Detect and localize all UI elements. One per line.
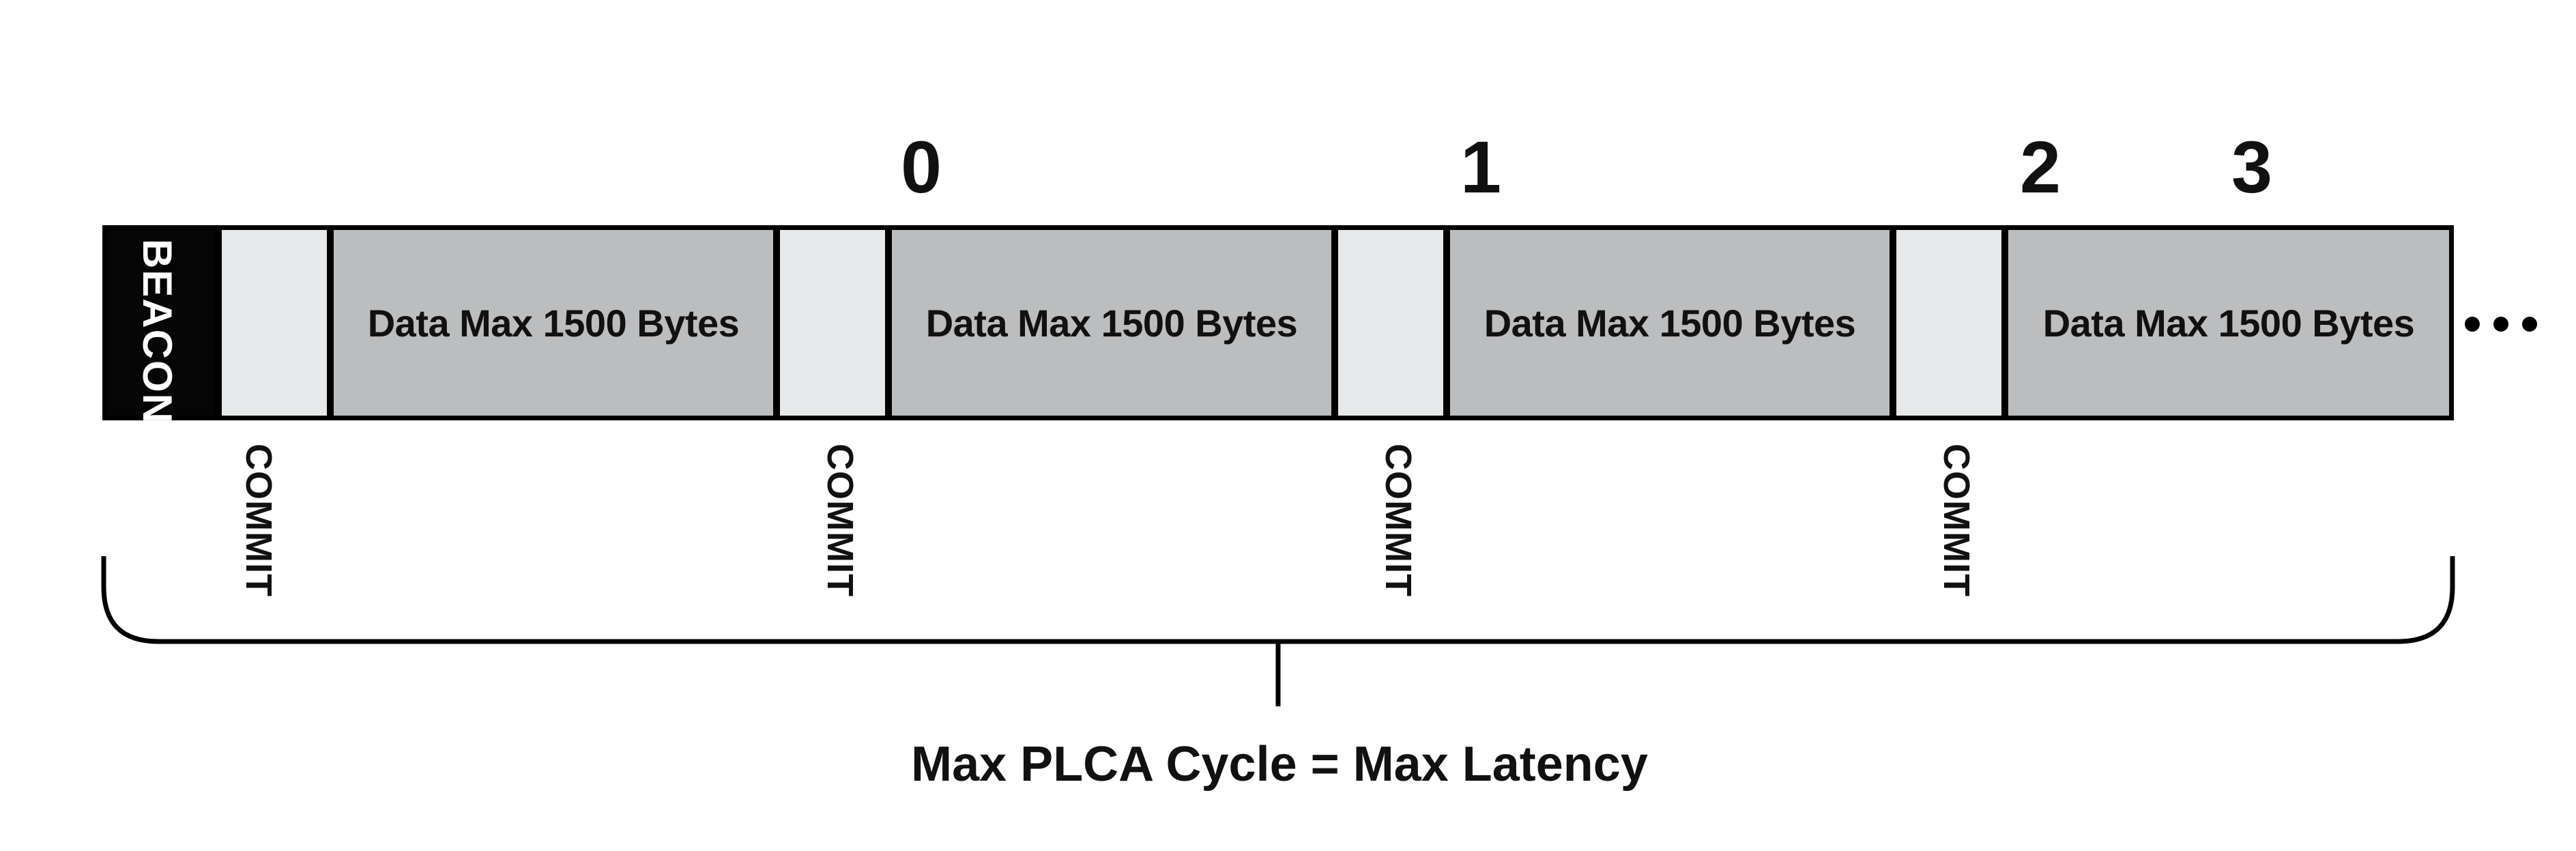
continuation-ellipsis bbox=[2465, 300, 2537, 348]
data-block-3: Data Max 1500 Bytes bbox=[2003, 225, 2454, 420]
ellipsis-dot bbox=[2493, 317, 2508, 332]
node-id-0: 0 bbox=[900, 126, 942, 208]
node-id-1: 1 bbox=[1460, 126, 1502, 208]
commit-slot-1 bbox=[775, 225, 890, 420]
ellipsis-dot bbox=[2522, 317, 2537, 332]
data-block-1: Data Max 1500 Bytes bbox=[887, 225, 1336, 420]
commit-slot-0 bbox=[217, 225, 332, 420]
data-block-0: Data Max 1500 Bytes bbox=[329, 225, 778, 420]
commit-slot-3 bbox=[1892, 225, 2006, 420]
ellipsis-dot bbox=[2465, 317, 2480, 332]
cycle-caption: Max PLCA Cycle = Max Latency bbox=[911, 737, 1648, 792]
data-label-2: Data Max 1500 Bytes bbox=[1484, 301, 1856, 345]
node-id-2: 2 bbox=[2019, 126, 2061, 208]
beacon-block bbox=[102, 225, 220, 420]
data-label-3: Data Max 1500 Bytes bbox=[2042, 301, 2415, 345]
data-block-2: Data Max 1500 Bytes bbox=[1445, 225, 1894, 420]
data-label-0: Data Max 1500 Bytes bbox=[367, 301, 740, 345]
node-id-3: 3 bbox=[2231, 126, 2273, 208]
data-label-1: Data Max 1500 Bytes bbox=[925, 301, 1298, 345]
